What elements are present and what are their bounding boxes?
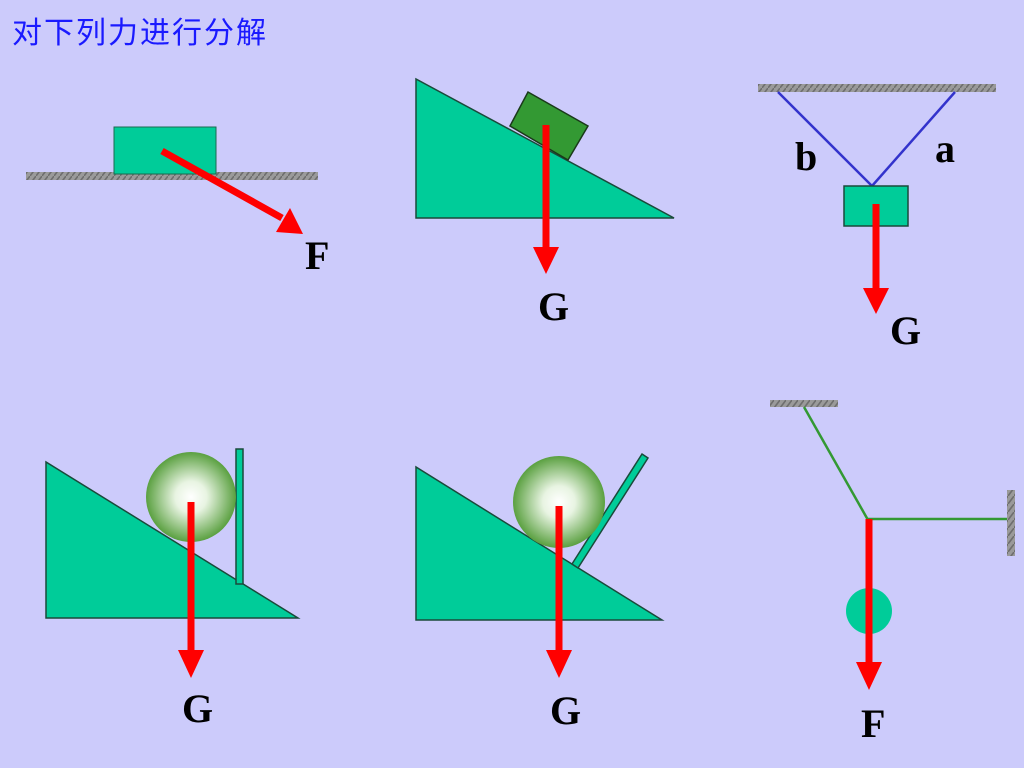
diagram-block-on-ground: F <box>26 126 329 278</box>
gravity-arrow-head <box>863 288 889 314</box>
force-arrow-shaft <box>160 147 284 222</box>
ground-hatch <box>26 172 318 180</box>
vertical-board <box>235 448 244 585</box>
gravity-arrow-head <box>546 650 572 678</box>
slide-title: 对下列力进行分解 <box>12 16 268 51</box>
diagram-hanging-block: b a G <box>758 84 996 353</box>
ball <box>146 452 236 542</box>
wall-hatch <box>1007 490 1015 556</box>
rope-label-b: b <box>795 134 817 179</box>
gravity-arrow-head <box>178 650 204 678</box>
slanted-rod <box>802 406 870 521</box>
ceiling-hatch <box>758 84 996 92</box>
force-arrow-head <box>276 208 303 234</box>
incline <box>415 465 665 621</box>
ceiling-hatch <box>770 400 838 407</box>
gravity-arrow-head <box>533 247 559 274</box>
force-arrow-head <box>856 662 882 690</box>
diagram-block-on-incline: G <box>415 77 675 329</box>
rope-b <box>777 91 873 187</box>
gravity-label-g: G <box>550 688 581 733</box>
incline <box>45 460 301 619</box>
rope-a <box>871 91 956 187</box>
force-label-f: F <box>861 701 885 746</box>
ball <box>513 456 605 548</box>
gravity-label-g: G <box>538 284 569 329</box>
diagram-rod-structure: F <box>770 400 1015 746</box>
diagram-ball-vertical-board: G <box>45 448 301 731</box>
force-label-f: F <box>305 233 329 278</box>
gravity-label-g: G <box>890 308 921 353</box>
rope-label-a: a <box>935 126 955 171</box>
gravity-label-g: G <box>182 686 213 731</box>
diagram-ball-tilted-board: G <box>415 452 665 733</box>
